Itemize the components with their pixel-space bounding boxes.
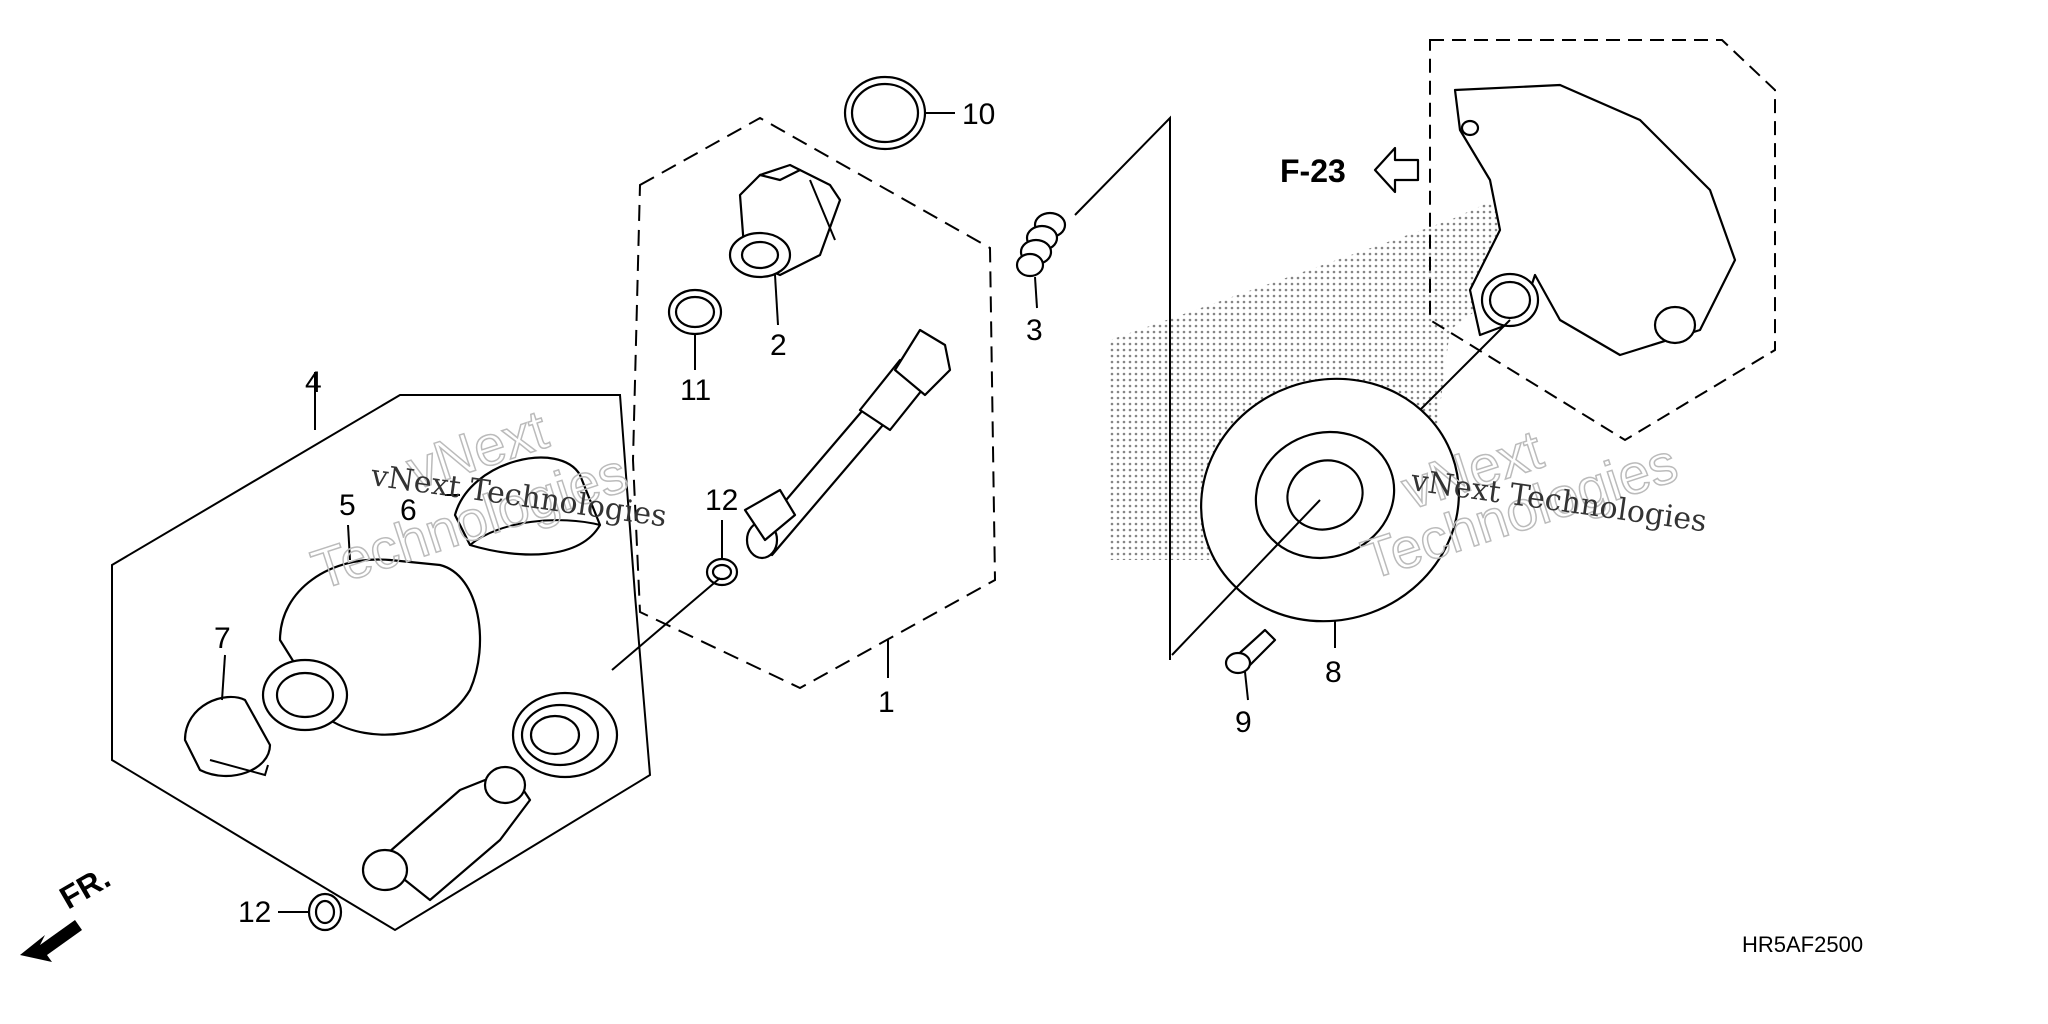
- knuckle-boundary: [1429, 39, 1776, 442]
- part-6-band: [453, 456, 602, 556]
- callout-6: 6: [400, 494, 417, 527]
- callout-12-lower: 12: [238, 896, 271, 929]
- part-universal-joint: [361, 765, 532, 902]
- f23-arrow: [1373, 146, 1420, 194]
- callout-8: 8: [1325, 656, 1342, 689]
- part-8-brake-disc: [1200, 377, 1460, 623]
- callout-1: 1: [878, 686, 895, 719]
- diagram-code: HR5AF2500: [1742, 932, 1863, 957]
- part-1-shaft: [743, 328, 952, 560]
- front-arrow: [20, 920, 82, 962]
- assembly-1-boundary: [631, 116, 997, 690]
- callout-5: 5: [339, 489, 356, 522]
- part-9-bolt: [1224, 628, 1277, 675]
- callout-7: 7: [214, 622, 231, 655]
- callout-12-upper: 12: [705, 484, 738, 517]
- part-5-boot: [261, 558, 482, 736]
- section-reference: F-23: [1280, 153, 1346, 189]
- callout-2: 2: [770, 329, 787, 362]
- part-12-o-ring-upper: [705, 557, 739, 587]
- part-10-o-ring: [843, 75, 927, 151]
- callout-11: 11: [680, 374, 711, 407]
- front-reference: FR.: [54, 859, 117, 916]
- callout-3: 3: [1026, 314, 1043, 347]
- assembly-4-boundary: [111, 394, 652, 932]
- callout-10: 10: [962, 98, 995, 131]
- part-seal: [511, 691, 619, 779]
- axle-guide: [1074, 115, 1171, 660]
- part-knuckle: [1453, 83, 1737, 357]
- part-2-housing: [728, 163, 842, 279]
- part-11-o-ring: [667, 288, 723, 336]
- part-12-o-ring-lower: [307, 892, 343, 932]
- part-3-spring: [1015, 211, 1067, 278]
- part-7-clamp: [183, 695, 272, 778]
- callout-9: 9: [1235, 706, 1252, 739]
- leader-lines: [221, 112, 1511, 913]
- callout-4: 4: [305, 366, 322, 399]
